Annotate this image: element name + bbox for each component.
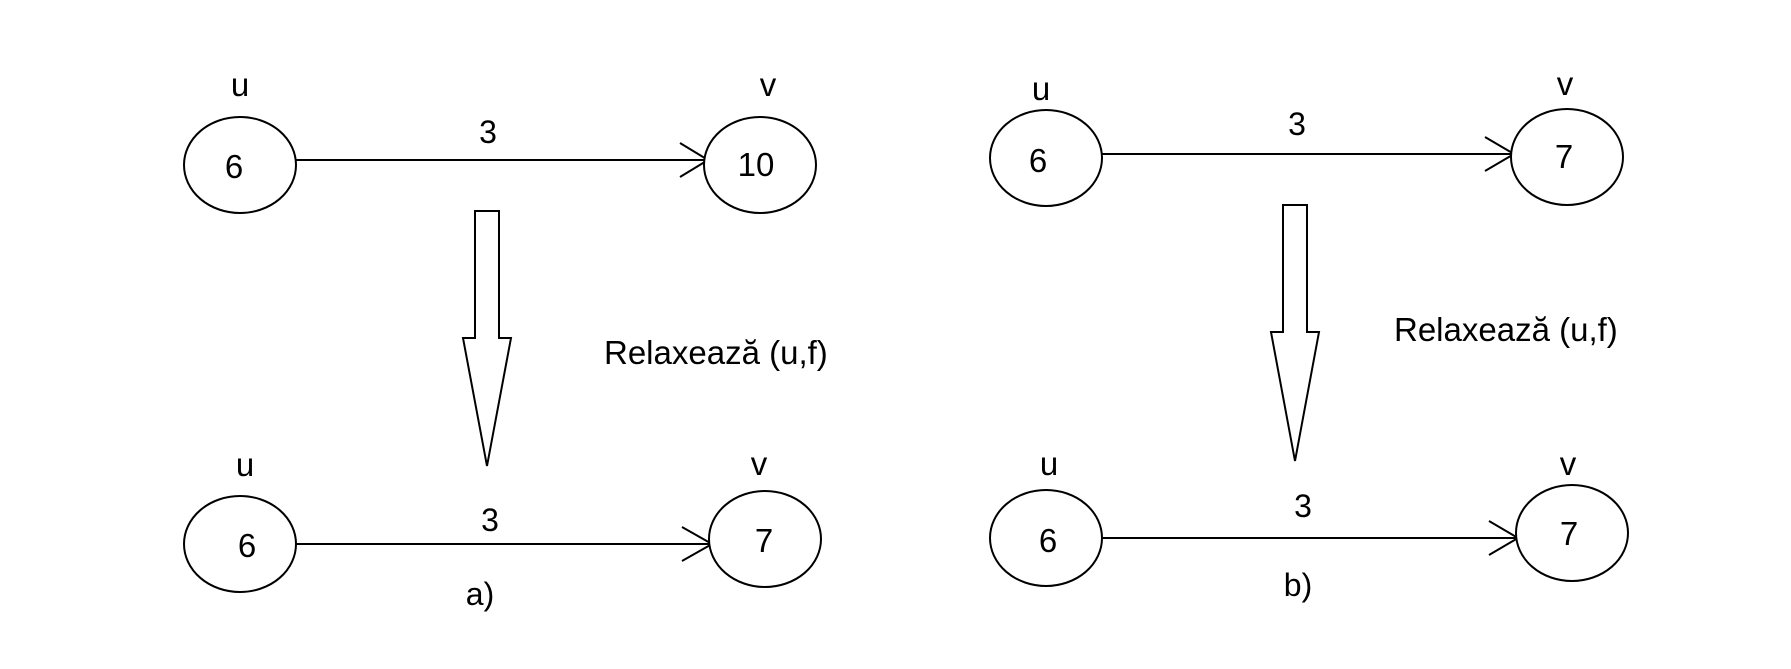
- panel-b-after-v-name: v: [1560, 445, 1577, 482]
- panel-b-after-u-name: u: [1040, 445, 1058, 482]
- panel-a-action-label: Relaxează (u,f): [604, 334, 828, 371]
- panel-a: u 6 3 v 10 Relaxează (u,f) u 6 3 v 7 a): [183, 66, 828, 612]
- panel-a-before-graph: u 6 3 v 10: [183, 66, 817, 214]
- panel-b-after-u-value: 6: [1039, 522, 1057, 559]
- panel-b-before-weight: 3: [1288, 106, 1306, 142]
- panel-a-transition-arrow: [461, 210, 513, 467]
- panel-a-caption: a): [466, 576, 494, 612]
- panel-b-action-label: Relaxează (u,f): [1394, 311, 1618, 348]
- panel-b-before-v-name: v: [1557, 65, 1574, 102]
- panel-b: u 6 3 v 7 Relaxează (u,f) u 6 3 v 7 b): [989, 65, 1629, 603]
- panel-a-before-u-node: [183, 116, 297, 214]
- panel-b-before-u-node: [989, 109, 1103, 207]
- panel-b-before-v-node: [1510, 108, 1624, 206]
- panel-a-before-u-value: 6: [225, 148, 243, 185]
- panel-b-after-v-value: 7: [1560, 515, 1578, 552]
- panel-a-after-u-name: u: [236, 446, 254, 483]
- panel-b-before-v-value: 7: [1555, 138, 1573, 175]
- panel-a-before-v-value: 10: [738, 146, 775, 183]
- panel-b-after-v-node: [1515, 484, 1629, 582]
- panel-a-after-u-value: 6: [238, 527, 256, 564]
- panel-b-transition-arrow: [1269, 204, 1321, 462]
- panel-b-after-weight: 3: [1294, 488, 1312, 524]
- panel-a-after-v-value: 7: [755, 522, 773, 559]
- panel-a-before-v-node: [703, 116, 817, 214]
- panel-b-before-u-name: u: [1032, 70, 1050, 107]
- panel-a-after-graph: u 6 3 v 7 a): [183, 445, 822, 612]
- panel-b-before-u-value: 6: [1029, 142, 1047, 179]
- panel-b-after-graph: u 6 3 v 7 b): [989, 445, 1629, 603]
- panel-a-after-weight: 3: [481, 502, 499, 538]
- panel-a-before-weight: 3: [479, 114, 497, 150]
- panel-a-before-u-name: u: [231, 66, 249, 103]
- panel-b-caption: b): [1284, 567, 1312, 603]
- panel-a-before-v-name: v: [760, 66, 777, 103]
- panel-a-after-v-node: [708, 490, 822, 588]
- panel-a-after-v-name: v: [751, 445, 768, 482]
- panel-b-before-graph: u 6 3 v 7: [989, 65, 1624, 207]
